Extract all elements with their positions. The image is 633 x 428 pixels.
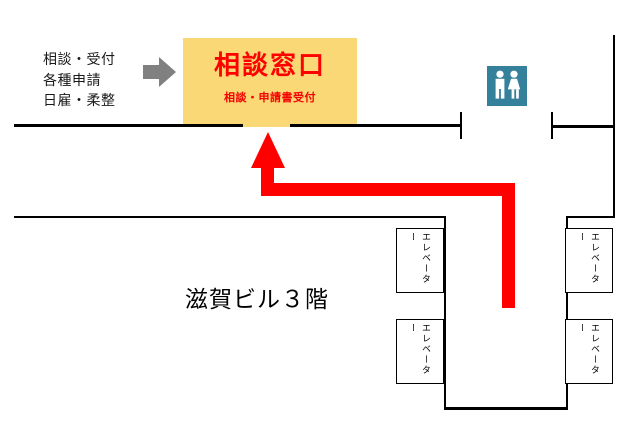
elevator-box: エレベーター [565, 319, 613, 384]
elevator-label: エレベーター [577, 323, 600, 376]
route-vertical-segment [502, 183, 515, 308]
service-item: 日雇・柔整 [43, 92, 116, 108]
service-item: 相談・受付 [43, 51, 116, 67]
door-jamb-right [551, 112, 553, 139]
elevator-label: エレベーター [408, 323, 431, 376]
elevator-box: エレベーター [396, 228, 444, 293]
wall-top-middle [290, 124, 462, 127]
counter-subtitle: 相談・申請書受付 [224, 91, 316, 104]
corridor-wall-bottom [443, 407, 568, 410]
service-item: 各種申請 [43, 71, 101, 88]
floor-label: 滋賀ビル３階 [185, 286, 329, 312]
consultation-counter: 相談窓口 相談・申請書受付 [183, 38, 357, 127]
restroom-icon [487, 66, 527, 106]
wall-right-outer [612, 35, 615, 218]
door-jamb-left [460, 112, 462, 139]
service-list: 相談・受付 各種申請 日雇・柔整 [43, 49, 163, 111]
counter-title: 相談窓口 [213, 50, 326, 80]
corridor-wall-left [443, 216, 446, 409]
elevator-box: エレベーター [565, 228, 613, 293]
corridor-wall-right [565, 216, 568, 409]
wall-right-horizontal [566, 215, 614, 218]
elevator-label: エレベーター [408, 232, 431, 285]
wall-top-left [14, 124, 243, 127]
wall-middle-horizontal [14, 215, 445, 218]
wall-top-right [552, 125, 614, 128]
right-arrow-icon [143, 57, 176, 87]
route-horizontal-segment [261, 183, 515, 196]
elevator-box: エレベーター [396, 319, 444, 384]
route-arrow-stem [261, 166, 274, 188]
elevator-label: エレベーター [577, 232, 600, 285]
route-arrowhead-up [251, 132, 285, 168]
